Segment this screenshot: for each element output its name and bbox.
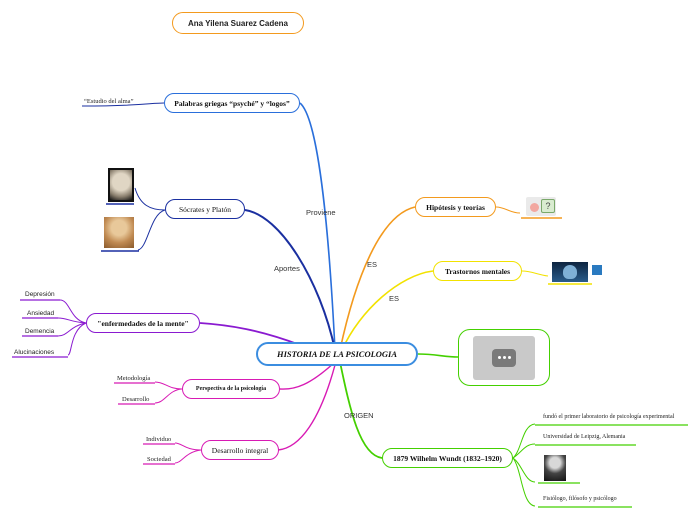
leaf-fisiologo: Fisiólogo, filósofo y psicólogo bbox=[543, 496, 617, 502]
branch-line-perspectiva bbox=[279, 361, 336, 390]
connector-origen: ORIGEN bbox=[344, 411, 374, 420]
branch-line-palabras bbox=[299, 102, 336, 351]
connector-proviene: Proviene bbox=[306, 208, 336, 217]
node-perspectiva-label: Perspectiva de la psicología bbox=[195, 386, 267, 392]
central-label: HISTORIA DE LA PSICOLOGIA bbox=[276, 349, 398, 359]
platon-painting-image bbox=[104, 217, 134, 248]
speech-bubble-icon bbox=[492, 348, 516, 367]
connector-es-2: ES bbox=[389, 294, 400, 303]
note-panel bbox=[473, 335, 535, 380]
branch-line-desarrollo bbox=[277, 364, 336, 451]
leaf-alucinaciones: Alucinaciones bbox=[14, 349, 55, 356]
hipotesis-question-image: ? bbox=[526, 197, 556, 216]
author-label: Ana Yilena Suarez Cadena bbox=[187, 18, 289, 28]
leaf-metodologia: Metodología bbox=[117, 375, 151, 382]
node-wundt-label: 1879 Wilhelm Wundt (1832–1920) bbox=[393, 453, 502, 463]
leaf-laboratorio: fundó el primer laboratorio de psicologí… bbox=[543, 414, 675, 420]
node-trastornos-mentales[interactable]: Trastornos mentales bbox=[433, 261, 522, 281]
leaf-desarrollo: Desarrollo bbox=[122, 396, 150, 403]
node-palabras-griegas[interactable]: Palabras griegas “psyché” y “logos” bbox=[164, 93, 300, 113]
node-socrates-platon[interactable]: Sócrates y Platón bbox=[165, 199, 245, 219]
leaf-ansiedad: Ansiedad bbox=[27, 310, 55, 317]
branch-line-wundt bbox=[339, 361, 383, 459]
author-title[interactable]: Ana Yilena Suarez Cadena bbox=[172, 12, 304, 34]
question-mark-icon: ? bbox=[541, 199, 555, 213]
node-hipotesis-label: Hipótesis y teorías bbox=[426, 202, 485, 212]
node-perspectiva[interactable]: Perspectiva de la psicología bbox=[182, 379, 280, 399]
wundt-portrait-image bbox=[544, 455, 566, 481]
trastornos-small-icon bbox=[592, 265, 602, 275]
leaf-demencia: Demencia bbox=[25, 328, 55, 335]
leaf-individuo: Individuo bbox=[146, 436, 172, 443]
socrates-bust-image bbox=[108, 168, 134, 202]
node-enfermedades-label: "enfermedades de la mente" bbox=[97, 318, 189, 328]
branch-line-enfermedades bbox=[199, 322, 301, 346]
node-desarrollo-integral[interactable]: Desarrollo integral bbox=[201, 440, 279, 460]
branch-line-note bbox=[417, 353, 459, 358]
branch-line-trastornos bbox=[341, 270, 434, 351]
connector-aportes: Aportes bbox=[274, 264, 300, 273]
node-desarrollo-label: Desarrollo integral bbox=[211, 445, 269, 455]
central-topic[interactable]: HISTORIA DE LA PSICOLOGIA bbox=[256, 342, 418, 366]
node-palabras-label: Palabras griegas “psyché” y “logos” bbox=[174, 98, 290, 108]
leaf-universidad: Universidad de Leipzig, Alemania bbox=[543, 434, 626, 440]
node-hipotesis-teorias[interactable]: Hipótesis y teorías bbox=[415, 197, 496, 217]
node-socrates-label: Sócrates y Platón bbox=[178, 204, 232, 214]
node-trastornos-label: Trastornos mentales bbox=[444, 266, 511, 276]
connector-es-1: ES bbox=[367, 260, 378, 269]
branch-line-socrates bbox=[244, 209, 336, 351]
leaf-estudio-alma: “Estudio del alma” bbox=[84, 98, 134, 105]
leaf-sociedad: Sociedad bbox=[147, 456, 171, 463]
leaf-depresion: Depresión bbox=[25, 291, 55, 298]
node-note[interactable] bbox=[458, 329, 550, 386]
node-enfermedades-mente[interactable]: "enfermedades de la mente" bbox=[86, 313, 200, 333]
branch-line-hipotesis bbox=[339, 206, 416, 351]
trastornos-brain-image bbox=[552, 262, 588, 282]
node-wundt[interactable]: 1879 Wilhelm Wundt (1832–1920) bbox=[382, 448, 513, 468]
